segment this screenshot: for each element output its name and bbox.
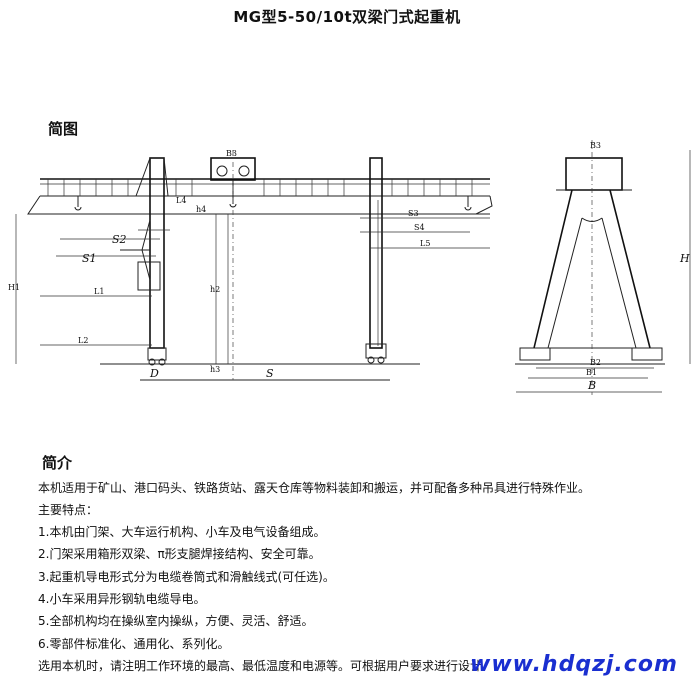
- label-h4: h4: [196, 205, 206, 214]
- side-view: [515, 140, 691, 395]
- features-heading: 主要特点：: [38, 503, 99, 517]
- front-view: [15, 150, 493, 381]
- left-wheel-a: [148, 358, 156, 366]
- feature-4: 4.小车采用异形钢轨电缆导电。: [38, 592, 206, 606]
- label-b3: B3: [226, 149, 237, 158]
- trolley-drum-2: [238, 165, 250, 177]
- label-h: H: [679, 252, 690, 265]
- side-leg-arch: [581, 217, 603, 222]
- label-l5: L5: [420, 239, 430, 248]
- label-s3: S3: [408, 209, 419, 218]
- footer-note: 选用本机时，请注明工作环境的最高、最低温度和电源等。可根据用户要求进行设计: [38, 659, 483, 673]
- watermark: www.hdqzj.com: [470, 652, 678, 677]
- label-h3: h3: [210, 365, 220, 374]
- trolley-drum: [216, 165, 228, 177]
- label-s4: S4: [414, 223, 425, 232]
- feature-3: 3.起重机导电形式分为电缆卷筒式和滑触线式(可任选)。: [38, 570, 335, 584]
- side-legs-outer: [533, 189, 651, 349]
- label-s2: S2: [112, 233, 127, 246]
- page-title: MG型5-50/10t双梁门式起重机: [233, 8, 461, 26]
- label-h1: H1: [8, 283, 20, 292]
- side-trolley: [565, 157, 623, 191]
- label-side-b3: B3: [590, 141, 601, 150]
- label-s: S: [266, 367, 274, 380]
- side-legs-inner: [547, 217, 637, 349]
- label-l2: L2: [78, 336, 88, 345]
- operator-cab: [137, 261, 161, 291]
- hook-right: [464, 196, 472, 211]
- left-bogie: [147, 347, 167, 361]
- right-wheel-b: [377, 356, 385, 364]
- intro-heading: 简介: [42, 454, 73, 472]
- right-wheel-a: [367, 356, 375, 364]
- side-bogie-right: [631, 347, 663, 361]
- left-cantilever-end: [27, 195, 41, 215]
- right-cantilever-end: [475, 195, 493, 215]
- feature-5: 5.全部机构均在操纵室内操纵，方便、灵活、舒适。: [38, 614, 314, 628]
- railing: [47, 179, 473, 196]
- left-wheel-b: [158, 358, 166, 366]
- label-b1: B1: [586, 368, 597, 377]
- left-leg-column: [149, 157, 165, 349]
- label-d: D: [149, 367, 159, 380]
- feature-2: 2.门架采用箱形双梁、π形支腿焊接结构、安全可靠。: [38, 547, 321, 561]
- label-b2: B2: [590, 358, 601, 367]
- crane-drawing: S2 S1 L1 L2 H1 D S B3 L4 h4 h2 h3 S3 S4 …: [8, 140, 691, 395]
- side-bogie-left: [519, 347, 551, 361]
- feature-1: 1.本机由门架、大车运行机构、小车及电气设备组成。: [38, 525, 326, 539]
- feature-6: 6.零部件标准化、通用化、系列化。: [38, 637, 230, 651]
- right-leg-column: [369, 157, 383, 349]
- intro-text: 本机适用于矿山、港口码头、铁路货站、露天仓库等物料装卸和搬运，并可配备多种吊具进…: [38, 481, 591, 495]
- diagram-heading: 简图: [48, 120, 79, 138]
- label-h2: h2: [210, 285, 220, 294]
- label-b: B: [587, 379, 596, 392]
- label-l4: L4: [176, 196, 186, 205]
- hook-left: [74, 196, 82, 211]
- right-bogie: [365, 343, 387, 359]
- left-leg-top-brace: [135, 157, 169, 197]
- label-l1: L1: [94, 287, 104, 296]
- label-s1: S1: [82, 252, 97, 265]
